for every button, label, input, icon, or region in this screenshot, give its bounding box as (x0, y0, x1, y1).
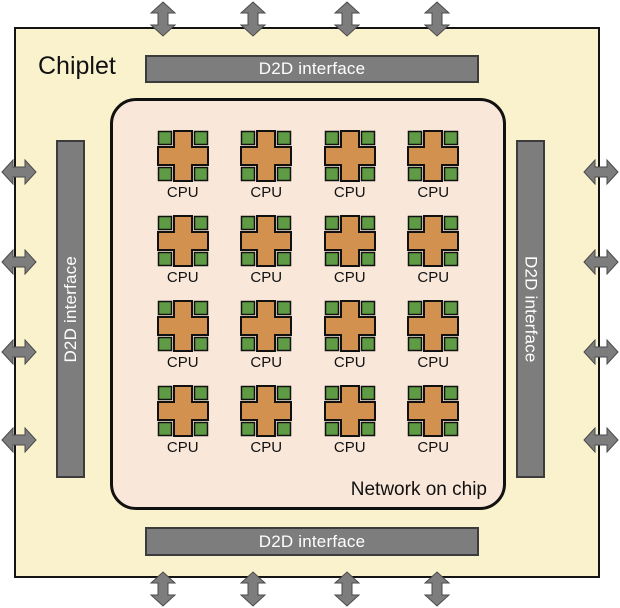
cpu-tile: CPU (156, 215, 209, 286)
cpu-label: CPU (417, 439, 450, 456)
cpu-core-icon (407, 300, 460, 352)
cpu-tile: CPU (323, 385, 376, 456)
cpu-label: CPU (166, 354, 199, 371)
d2d-interface-top-label: D2D interface (258, 59, 366, 78)
d2d-interface-bottom: D2D interface (145, 527, 479, 556)
double-arrow-horizontal-icon (1, 249, 37, 275)
double-arrow-vertical-icon (424, 1, 450, 37)
double-arrow-vertical-icon (424, 571, 450, 607)
d2d-interface-right: D2D interface (516, 140, 545, 478)
cpu-core-icon (407, 130, 460, 182)
cpu-tile: CPU (323, 130, 376, 201)
cpu-core-icon (323, 385, 376, 437)
double-arrow-vertical-icon (334, 571, 360, 607)
cpu-label: CPU (333, 269, 366, 286)
double-arrow-horizontal-icon (1, 339, 37, 365)
cpu-tile: CPU (156, 385, 209, 456)
d2d-interface-left-label: D2D interface (60, 255, 80, 363)
double-arrow-horizontal-icon (1, 159, 37, 185)
cpu-tile: CPU (156, 300, 209, 371)
double-arrow-horizontal-icon (583, 159, 619, 185)
cpu-label: CPU (417, 354, 450, 371)
network-on-chip-region: CPU CPU CPU CP (110, 98, 506, 510)
cpu-label: CPU (333, 439, 366, 456)
cpu-label: CPU (250, 184, 283, 201)
d2d-interface-right-label: D2D interface (521, 255, 541, 363)
cpu-label: CPU (250, 439, 283, 456)
cpu-tile: CPU (240, 130, 293, 201)
cpu-tile: CPU (407, 300, 460, 371)
cpu-label: CPU (166, 439, 199, 456)
cpu-label: CPU (166, 184, 199, 201)
cpu-core-icon (240, 130, 293, 182)
cpu-core-icon (407, 385, 460, 437)
cpu-tile: CPU (240, 385, 293, 456)
cpu-core-icon (156, 215, 209, 267)
cpu-label: CPU (250, 269, 283, 286)
cpu-label: CPU (417, 184, 450, 201)
cpu-core-icon (156, 300, 209, 352)
cpu-core-icon (240, 300, 293, 352)
cpu-core-icon (407, 215, 460, 267)
cpu-core-icon (156, 130, 209, 182)
cpu-grid: CPU CPU CPU CP (113, 101, 503, 507)
double-arrow-vertical-icon (150, 571, 176, 607)
cpu-core-icon (240, 385, 293, 437)
cpu-label: CPU (250, 354, 283, 371)
cpu-core-icon (323, 300, 376, 352)
cpu-tile: CPU (407, 130, 460, 201)
cpu-label: CPU (166, 269, 199, 286)
cpu-tile: CPU (407, 215, 460, 286)
cpu-tile: CPU (323, 300, 376, 371)
cpu-label: CPU (417, 269, 450, 286)
cpu-tile: CPU (240, 215, 293, 286)
double-arrow-vertical-icon (240, 571, 266, 607)
double-arrow-horizontal-icon (583, 427, 619, 453)
cpu-core-icon (156, 385, 209, 437)
cpu-tile: CPU (156, 130, 209, 201)
cpu-label: CPU (333, 354, 366, 371)
double-arrow-horizontal-icon (583, 339, 619, 365)
double-arrow-horizontal-icon (1, 427, 37, 453)
cpu-core-icon (323, 215, 376, 267)
double-arrow-vertical-icon (150, 1, 176, 37)
cpu-tile: CPU (407, 385, 460, 456)
network-on-chip-label: Network on chip (350, 479, 487, 500)
d2d-interface-bottom-label: D2D interface (258, 531, 366, 551)
cpu-label: CPU (333, 184, 366, 201)
cpu-core-icon (323, 130, 376, 182)
cpu-tile: CPU (240, 300, 293, 371)
chiplet-title: Chiplet (38, 52, 116, 80)
double-arrow-horizontal-icon (583, 249, 619, 275)
double-arrow-vertical-icon (334, 1, 360, 37)
cpu-tile: CPU (323, 215, 376, 286)
d2d-interface-top: D2D interface (145, 55, 479, 83)
d2d-interface-left: D2D interface (56, 140, 85, 478)
double-arrow-vertical-icon (240, 1, 266, 37)
cpu-core-icon (240, 215, 293, 267)
